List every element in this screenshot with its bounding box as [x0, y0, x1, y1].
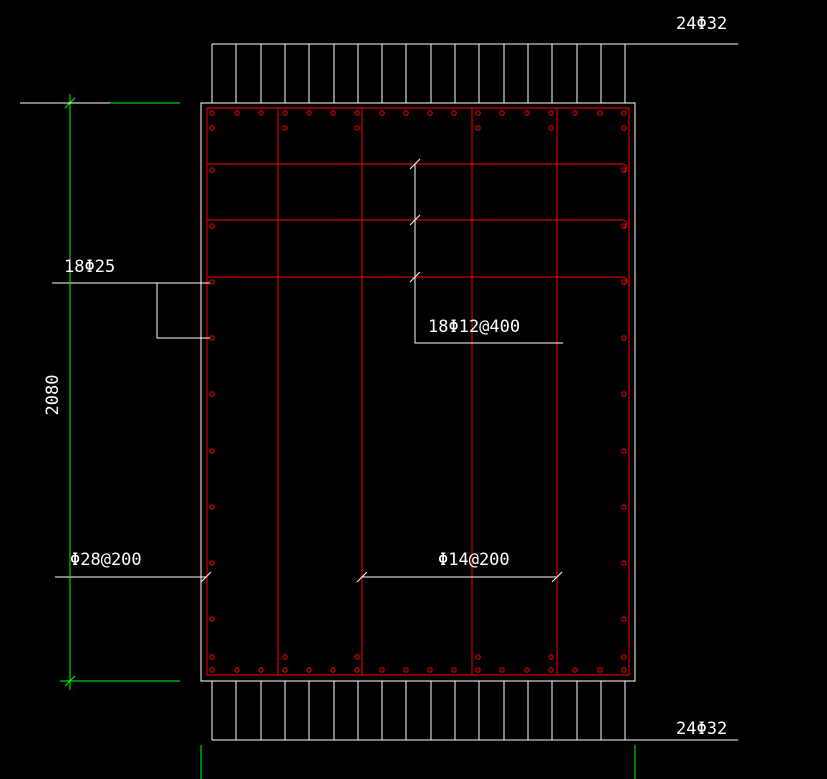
tie-hook [623, 219, 628, 229]
leader-lines [52, 43, 738, 741]
ties-label: 18Φ12@400 [428, 317, 520, 337]
rebar-dot [621, 504, 627, 510]
bottom-rebar-label: 24Φ32 [676, 719, 727, 739]
rebar-dot [282, 667, 288, 673]
rebar-dot [209, 110, 215, 116]
rebar-dot [209, 391, 215, 397]
rebar-dot [548, 654, 554, 660]
ties-tick [409, 158, 421, 170]
rebar-dot [330, 667, 336, 673]
rebar-dot [209, 616, 215, 622]
rebar-dot [621, 335, 627, 341]
inner-stirrup-label: Φ14@200 [438, 550, 510, 570]
tie-hook [623, 163, 628, 173]
ties-tick [409, 271, 421, 283]
rebar-dots [209, 110, 627, 673]
rebar-dot [403, 110, 409, 116]
rebar-dot [621, 279, 627, 285]
rebar-dot [209, 223, 215, 229]
rebar-dot [379, 667, 385, 673]
rebar-dot [258, 667, 264, 673]
rebar-dot [597, 110, 603, 116]
top-rebar-label: 24Φ32 [676, 14, 727, 34]
rebar-dot [306, 110, 312, 116]
rebar-dot [209, 125, 215, 131]
rebar-dot [234, 667, 240, 673]
inner-stirrup-tick [356, 571, 368, 583]
rebar-dot [621, 391, 627, 397]
rebar-dot [354, 125, 360, 131]
rebar-dot [524, 110, 530, 116]
rebar-dot [548, 667, 554, 673]
rebar-dot [451, 667, 457, 673]
rebar-dot [258, 110, 264, 116]
ties-leader [414, 164, 563, 344]
rebar-dot [548, 125, 554, 131]
rebar-dot [548, 110, 554, 116]
rebar-dot [621, 616, 627, 622]
rebar-dot [499, 110, 505, 116]
rebar-dot [209, 504, 215, 510]
rebar-dot [282, 125, 288, 131]
rebar-dot [621, 223, 627, 229]
rebar-dot [354, 667, 360, 673]
rebar-cage [206, 107, 630, 676]
rebar-dot [403, 667, 409, 673]
rebar-dot [427, 110, 433, 116]
rebar-dot [209, 667, 215, 673]
rebar-dot [621, 448, 627, 454]
rebar-dot [475, 125, 481, 131]
rebar-dot [572, 110, 578, 116]
rebar-dot [330, 110, 336, 116]
rebar-dot [209, 560, 215, 566]
side-bars-label: 18Φ25 [64, 257, 115, 277]
rebar-dot [282, 110, 288, 116]
rebar-dot [282, 654, 288, 660]
dimension-lines [20, 94, 636, 779]
rebar-dot [209, 448, 215, 454]
rebar-dot [306, 667, 312, 673]
bottom-extension-bars [211, 681, 626, 740]
inner-stirrup-tick [551, 571, 563, 583]
top-extension-bars [211, 43, 626, 103]
side-bars-leader [52, 282, 210, 339]
rebar-dot [209, 279, 215, 285]
rebar-dot [451, 110, 457, 116]
rebar-dot [475, 110, 481, 116]
height-dimension-label: 2080 [43, 375, 63, 416]
rebar-dot [427, 667, 433, 673]
rebar-dot [572, 667, 578, 673]
main-stirrup-label: Φ28@200 [70, 550, 142, 570]
rebar-dot [354, 654, 360, 660]
rebar-dot [524, 667, 530, 673]
rebar-dot [475, 667, 481, 673]
rebar-dot [621, 110, 627, 116]
rebar-dot [209, 654, 215, 660]
rebar-dot [621, 654, 627, 660]
rebar-dot [475, 654, 481, 660]
main-stirrup-frame [206, 107, 630, 676]
main-stirrup-tick [200, 571, 212, 583]
rebar-dot [621, 125, 627, 131]
rebar-dot [209, 167, 215, 173]
rebar-dot [234, 110, 240, 116]
rebar-dot [597, 667, 603, 673]
rebar-dot [621, 167, 627, 173]
rebar-dot [621, 667, 627, 673]
height-dim-tick-bottom [64, 675, 76, 687]
rebar-dot [379, 110, 385, 116]
rebar-dot [354, 110, 360, 116]
rebar-dot [621, 560, 627, 566]
ties-tick [409, 214, 421, 226]
rebar-dot [499, 667, 505, 673]
rebar-dot [209, 335, 215, 341]
section-outline [200, 102, 636, 682]
